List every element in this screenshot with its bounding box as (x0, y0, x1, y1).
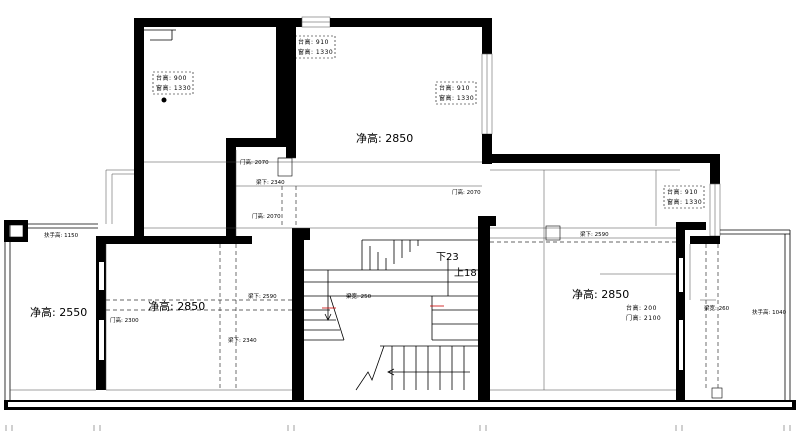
room-height-left: 净高: 2550 (30, 305, 87, 319)
railing-height-label-right: 扶手高: 1040 (752, 308, 787, 316)
left-column-inner (8, 224, 24, 238)
labels: 净高: 2550 净高: 2850 净高: 2850 净高: 2850 台高: … (30, 38, 787, 344)
red-marks (322, 305, 444, 309)
railing-height-label-left: 扶手高: 1150 (44, 231, 79, 239)
window-tag-a-height: 窗高: 1330 (156, 84, 191, 92)
tag-box-b (294, 35, 336, 59)
room-height-center-left: 净高: 2850 (148, 299, 205, 313)
stair-stringer (329, 295, 345, 341)
beam-width-label: 梁宽: 250 (346, 292, 372, 300)
door-height-label-d: 门高: 2300 (110, 316, 139, 324)
wall-bath-left (134, 18, 144, 240)
window-tag-d-height: 窗高: 1330 (667, 198, 702, 206)
door-height-label-c: 门高: 2070 (452, 188, 481, 196)
wall-stair-left (292, 228, 304, 400)
window-left-2 (99, 320, 104, 360)
wall-center-left (286, 18, 296, 158)
stair-arrow-head (324, 313, 332, 321)
wall-right-side (710, 154, 720, 184)
beam-height-label-c: 梁下: 2340 (228, 336, 257, 344)
door-frame (277, 157, 293, 177)
beam-height-label-b: 梁下: 2590 (248, 292, 277, 300)
wall-center-top (330, 18, 492, 27)
window-tag-b-sill: 台高: 910 (298, 38, 329, 46)
drain (711, 387, 723, 399)
wall-bath-top (134, 18, 302, 27)
wall-right-balcony-step (690, 236, 720, 244)
room-height-center-top: 净高: 2850 (356, 131, 413, 145)
window-tag-c-sill: 台高: 910 (439, 84, 470, 92)
axis-ticks (5, 425, 791, 431)
room-height-right: 净高: 2850 (572, 287, 629, 301)
floor-drain-icon (161, 97, 167, 103)
bottom-wall-inner (8, 402, 792, 407)
stair-arrow-head-2 (387, 368, 395, 376)
stair-down-label: 下23 (436, 252, 459, 263)
wall-center-right-top (482, 26, 492, 54)
beam-box (545, 225, 561, 241)
wall-center-right-bottom (482, 134, 492, 164)
wall-bath-bottom (232, 138, 286, 147)
wall-stair-right (478, 216, 490, 400)
wall-right-balcony (676, 222, 685, 400)
stair-up-label: 上18 (454, 267, 477, 279)
window-right-1 (679, 258, 683, 292)
walls (4, 16, 796, 410)
tag-box-c (435, 81, 477, 105)
beam-height-label-a: 梁下: 2340 (256, 178, 285, 186)
window-tag-c-height: 窗高: 1330 (439, 94, 474, 102)
door-height-label-a: 门高: 2070 (240, 158, 269, 166)
sill-height-label: 台高: 200 (626, 304, 657, 312)
wall-bath-right (276, 26, 286, 146)
wall-right-top (482, 154, 720, 163)
wall-center-left-top (96, 236, 252, 244)
window-left-1 (99, 262, 104, 290)
window-right-2 (679, 320, 683, 370)
door-height-label-e: 门高: 2100 (626, 314, 661, 322)
stair-right-cap (478, 216, 496, 226)
beam-width-label-right: 梁宽: 260 (704, 304, 730, 312)
interior-lines (10, 97, 719, 391)
window-tag-a-sill: 台高: 900 (156, 74, 187, 82)
staircase (304, 239, 478, 391)
tag-box-d (663, 185, 705, 209)
stair-left-cap (292, 228, 310, 240)
window-tag-b-height: 窗高: 1330 (298, 48, 333, 56)
wall-bath-bottom-left (226, 138, 236, 240)
beam-height-label-d: 梁下: 2590 (580, 230, 609, 238)
wall-left-balcony (96, 238, 106, 390)
wall-right-balcony-top (676, 222, 706, 230)
door-height-label-b: 门高: 2070 (252, 212, 281, 220)
window-tags (152, 35, 705, 209)
tag-box-a (152, 71, 194, 95)
window-tag-d-sill: 台高: 910 (667, 188, 698, 196)
stair-break-line (355, 345, 385, 391)
